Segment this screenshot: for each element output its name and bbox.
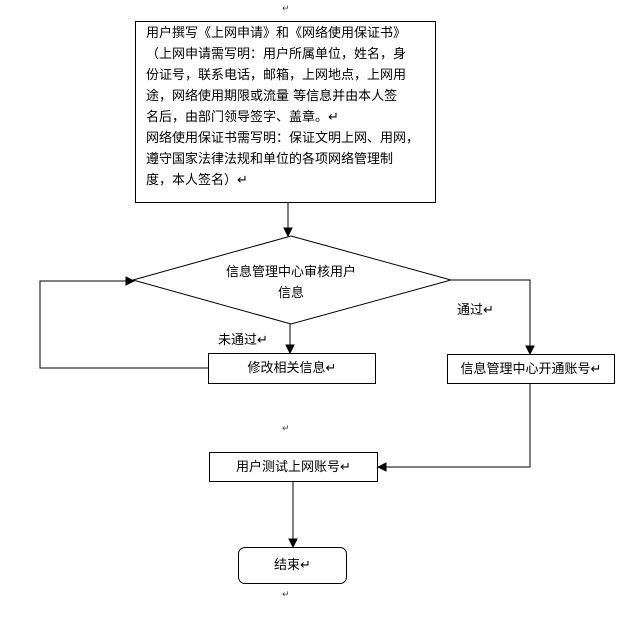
arrowhead bbox=[525, 345, 535, 356]
paragraph-mark: ↵ bbox=[282, 4, 290, 14]
end-terminal-box: 结束↵ bbox=[238, 547, 347, 584]
review-decision-text: 信息管理中心审核用户 信息 bbox=[196, 262, 386, 304]
label-not-passed: 未通过↵ bbox=[218, 333, 268, 348]
apply-text-line: （上网申请需写明：用户所属单位，姓名，身 bbox=[146, 47, 407, 62]
end-terminal-label: 结束↵ bbox=[274, 558, 311, 573]
open-account-step-box: 信息管理中心开通账号↵ bbox=[447, 354, 615, 384]
apply-text-line: 网络使用保证书需写明：保证文明上网、用网， bbox=[146, 131, 420, 146]
arrowhead bbox=[125, 276, 136, 286]
arrowhead bbox=[376, 462, 387, 472]
edge-review-to-open-account bbox=[451, 279, 531, 348]
modify-step-label: 修改相关信息↵ bbox=[247, 361, 337, 376]
paragraph-mark: ↵ bbox=[282, 590, 290, 600]
open-account-step-label: 信息管理中心开通账号↵ bbox=[460, 361, 602, 377]
apply-text-line: 名后，由部门领导签字、盖章。↵ bbox=[146, 110, 339, 125]
review-diamond bbox=[131, 235, 453, 325]
apply-text-line: 度，本人签名）↵ bbox=[146, 173, 248, 188]
edge-modify-to-review bbox=[39, 280, 208, 369]
apply-text-line: 用户撰写《上网申请》和《网络使用保证书》 bbox=[146, 26, 407, 41]
edge-open-account-to-test bbox=[384, 384, 531, 468]
test-step-box: 用户测试上网账号↵ bbox=[209, 452, 378, 482]
apply-text-line: 份证号，联系电话，邮箱，上网地点，上网用 bbox=[146, 68, 407, 83]
label-passed: 通过↵ bbox=[457, 303, 494, 318]
review-text-line: 信息管理中心审核用户 bbox=[225, 265, 356, 280]
review-text-line: 信息 bbox=[277, 286, 304, 301]
test-step-label: 用户测试上网账号↵ bbox=[236, 459, 351, 475]
apply-step-box: 用户撰写《上网申请》和《网络使用保证书》 （上网申请需写明：用户所属单位，姓名，… bbox=[135, 21, 436, 203]
arrowhead bbox=[285, 344, 295, 355]
apply-text-line: 途，网络使用期限或流量 等信息并由本人签 bbox=[146, 89, 398, 104]
paragraph-mark: ↵ bbox=[282, 424, 290, 434]
arrowhead bbox=[283, 227, 293, 238]
arrowhead bbox=[288, 538, 298, 549]
modify-step-box: 修改相关信息↵ bbox=[208, 353, 376, 384]
apply-text-line: 遵守国家法律法规和单位的各项网络管理制 bbox=[146, 152, 394, 167]
